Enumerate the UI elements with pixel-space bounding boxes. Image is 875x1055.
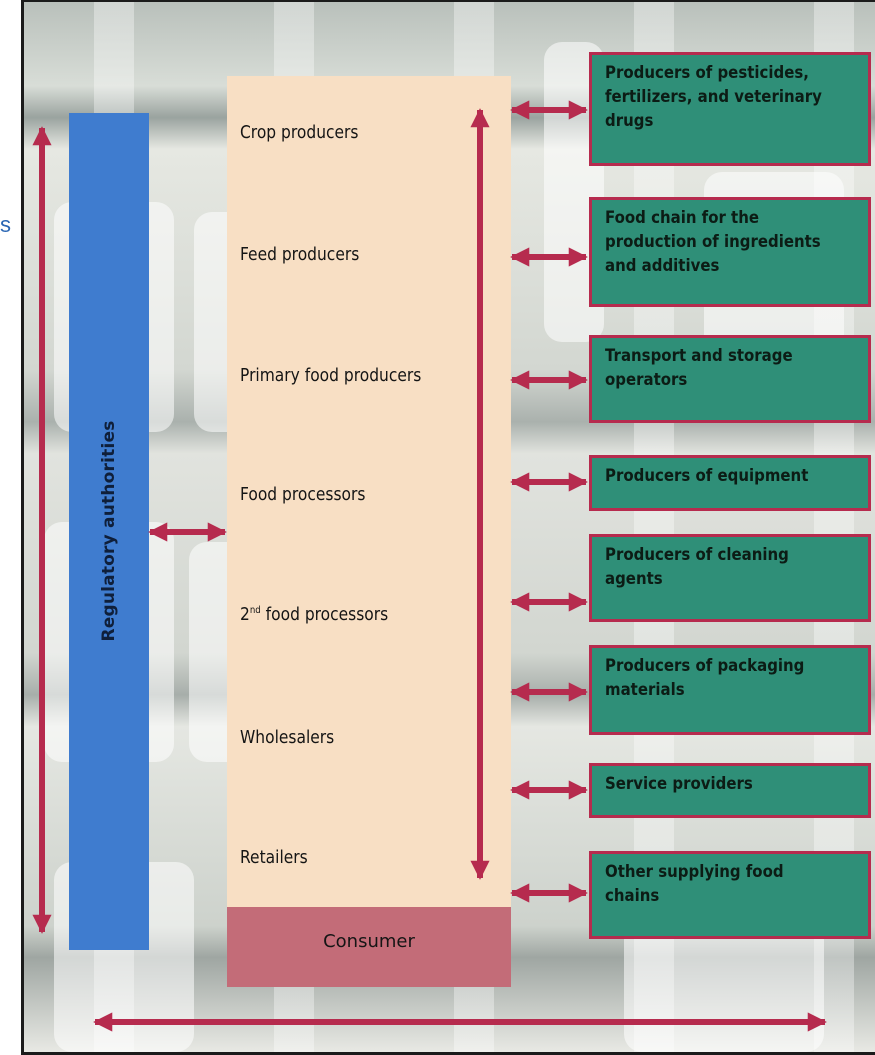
chain-step-secondary-food-processors: 2nd food processors [240, 604, 388, 625]
regulatory-authorities-bar [69, 113, 149, 950]
cut-off-text: s [0, 212, 11, 237]
food-chain-box [227, 76, 511, 907]
step-ordinal-suffix: nd [249, 605, 261, 616]
chain-step-feed-producers: Feed producers [240, 244, 360, 265]
supplier-ingredients-additives: Food chain for the production of ingredi… [589, 197, 871, 307]
supplier-label: Transport and storage operators [605, 346, 793, 390]
consumer-box [227, 907, 511, 987]
supplier-service-providers: Service providers [589, 763, 871, 818]
chain-step-wholesalers: Wholesalers [240, 727, 335, 748]
supplier-label: Producers of cleaning agents [605, 545, 789, 589]
chain-step-crop-producers: Crop producers [240, 122, 359, 143]
supplier-equipment: Producers of equipment [589, 455, 871, 511]
chain-step-primary-food-producers: Primary food producers [240, 365, 422, 386]
supplier-label: Producers of pesticides, fertilizers, an… [605, 63, 822, 131]
consumer-label: Consumer [323, 930, 415, 952]
supplier-transport-storage: Transport and storage operators [589, 335, 871, 423]
supplier-label: Service providers [605, 774, 753, 794]
supplier-label: Producers of packaging materials [605, 656, 805, 700]
supplier-label: Food chain for the production of ingredi… [605, 208, 821, 276]
supplier-label: Producers of equipment [605, 466, 809, 486]
step-rest-label: food processors [260, 604, 389, 625]
supplier-cleaning-agents: Producers of cleaning agents [589, 534, 871, 622]
supplier-other-food-chains: Other supplying food chains [589, 851, 871, 939]
supplier-pesticides-fertilizers-drugs: Producers of pesticides, fertilizers, an… [589, 52, 871, 166]
supplier-packaging-materials: Producers of packaging materials [589, 645, 871, 735]
supplier-label: Other supplying food chains [605, 862, 784, 906]
chain-step-food-processors: Food processors [240, 484, 366, 505]
step-number: 2 [240, 604, 250, 625]
chain-step-retailers: Retailers [240, 847, 308, 868]
